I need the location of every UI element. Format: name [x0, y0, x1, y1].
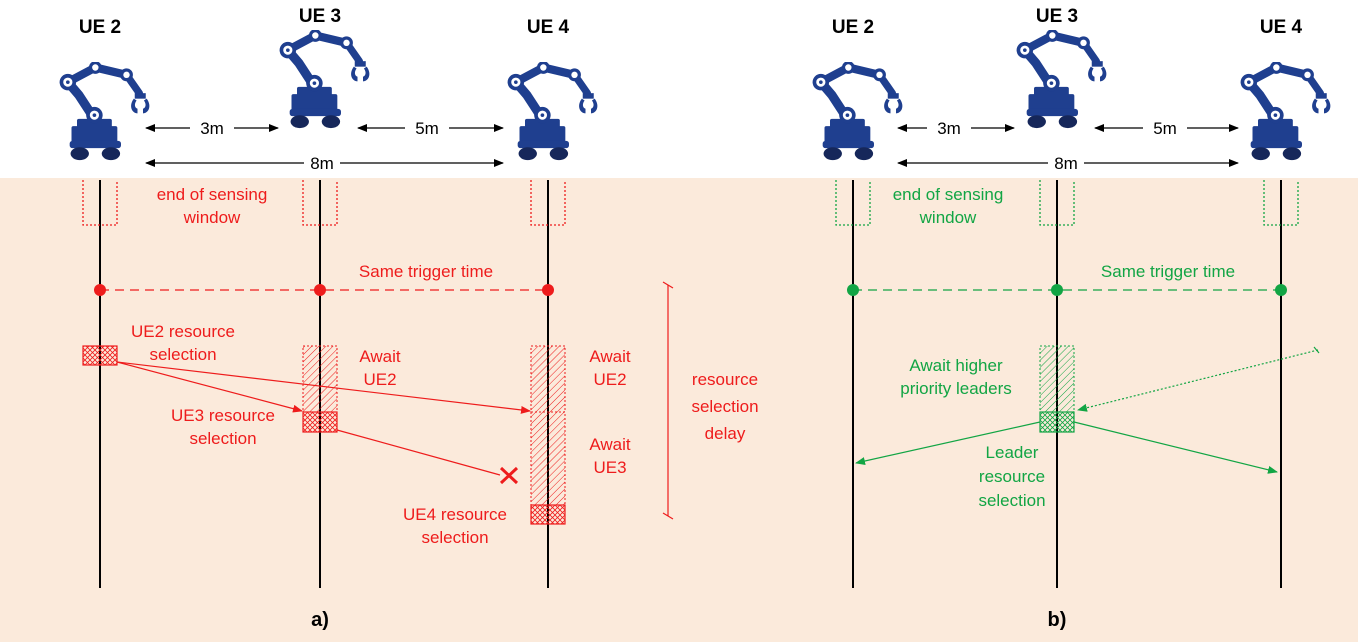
delay-label-2: selection	[691, 397, 758, 416]
delay-label-1: resource	[692, 370, 758, 389]
leader-selection-block	[1039, 411, 1075, 433]
sensing-label-b-2: window	[919, 208, 977, 227]
trigger-point-ue3-a	[314, 284, 326, 296]
sensing-window-ue3-b	[1039, 180, 1075, 226]
ue3-await-block-a	[302, 345, 338, 413]
sensing-label-b-1: end of sensing	[893, 185, 1004, 204]
trigger-point-ue2-b	[847, 284, 859, 296]
ue4-await-ue2-block	[530, 345, 566, 413]
leader-signal-to-ue4	[1073, 421, 1278, 474]
ue3-await-label-2: UE2	[363, 370, 396, 389]
signal-ue3-to-ue4-a	[336, 429, 501, 476]
ue3-label-b: UE 3	[1036, 6, 1078, 27]
timeline-background	[0, 178, 1358, 642]
sensing-label-a-1: end of sensing	[157, 185, 268, 204]
ue4-selection-label-2: selection	[421, 528, 488, 547]
ue3-selection-label-2: selection	[189, 429, 256, 448]
await-leaders-label-2: priority leaders	[900, 379, 1012, 398]
distance-34-b: 5m	[1153, 119, 1177, 138]
ue4-await-ue2-label-1: Await	[589, 347, 631, 366]
sensing-window-ue4-a	[530, 180, 566, 226]
leader-label-1: Leader	[986, 443, 1039, 462]
ue4-await-ue3-label-2: UE3	[593, 458, 626, 477]
ue2-selection-label-1: UE2 resource	[131, 322, 235, 341]
ue3-await-label-1: Await	[359, 347, 401, 366]
ue2-label-a: UE 2	[79, 17, 121, 38]
sensing-window-ue3-a	[302, 180, 338, 226]
ue4-await-ue3-block	[530, 411, 566, 506]
ue4-selection-label-1: UE4 resource	[403, 505, 507, 524]
higher-priority-signal	[1077, 349, 1319, 412]
distance-24-a: 8m	[310, 154, 334, 173]
panel-a: UE 2 UE 3 UE 4 3m 5m 8m end of sen	[60, 6, 759, 631]
sensing-window-ue2-a	[82, 180, 118, 226]
ue4-await-ue2-label-2: UE2	[593, 370, 626, 389]
signal-ue2-to-ue3-a	[116, 361, 303, 413]
ue2-robot-icon-b	[813, 61, 903, 160]
ue3-await-block-b	[1039, 345, 1075, 413]
blocked-cross-icon	[499, 466, 519, 485]
trigger-point-ue3-b	[1051, 284, 1063, 296]
ue4-selection-block-a	[530, 504, 566, 525]
panel-a-label: a)	[311, 609, 329, 631]
panel-b-label: b)	[1048, 609, 1067, 631]
leader-label-2: resource	[979, 467, 1045, 486]
ue2-selection-label-2: selection	[149, 345, 216, 364]
ue4-robot-icon	[508, 61, 598, 160]
ue4-label-b: UE 4	[1260, 17, 1303, 38]
trigger-point-ue4-a	[542, 284, 554, 296]
distance-34-a: 5m	[415, 119, 439, 138]
ue2-robot-icon	[60, 61, 150, 160]
leader-signal-to-ue2	[855, 421, 1041, 465]
delay-label-3: delay	[705, 424, 746, 443]
ue3-robot-icon-b	[1017, 29, 1107, 128]
distance-23-a: 3m	[200, 119, 224, 138]
trigger-label-a: Same trigger time	[359, 262, 493, 281]
ue4-label-a: UE 4	[527, 17, 570, 38]
distance-23-b: 3m	[937, 119, 961, 138]
ue3-label-a: UE 3	[299, 6, 341, 27]
ue3-robot-icon	[280, 29, 370, 128]
ue3-selection-block-a	[302, 411, 338, 433]
sensing-window-ue2-b	[835, 180, 871, 226]
sensing-label-a-2: window	[183, 208, 241, 227]
trigger-point-ue4-b	[1275, 284, 1287, 296]
ue4-robot-icon-b	[1241, 61, 1331, 160]
ue2-label-b: UE 2	[832, 17, 874, 38]
await-leaders-label-1: Await higher	[909, 356, 1003, 375]
ue3-selection-label-1: UE3 resource	[171, 406, 275, 425]
panel-b: UE 2 UE 3 UE 4 3m 5m 8m end of sensing w…	[813, 6, 1331, 631]
trigger-label-b: Same trigger time	[1101, 262, 1235, 281]
ue4-await-ue3-label-1: Await	[589, 435, 631, 454]
trigger-point-ue2-a	[94, 284, 106, 296]
leader-label-3: selection	[978, 491, 1045, 510]
signal-ue2-to-ue4-a	[116, 361, 531, 414]
distance-24-b: 8m	[1054, 154, 1078, 173]
sensing-window-ue4-b	[1263, 180, 1299, 226]
ue2-selection-block-a	[82, 345, 118, 366]
